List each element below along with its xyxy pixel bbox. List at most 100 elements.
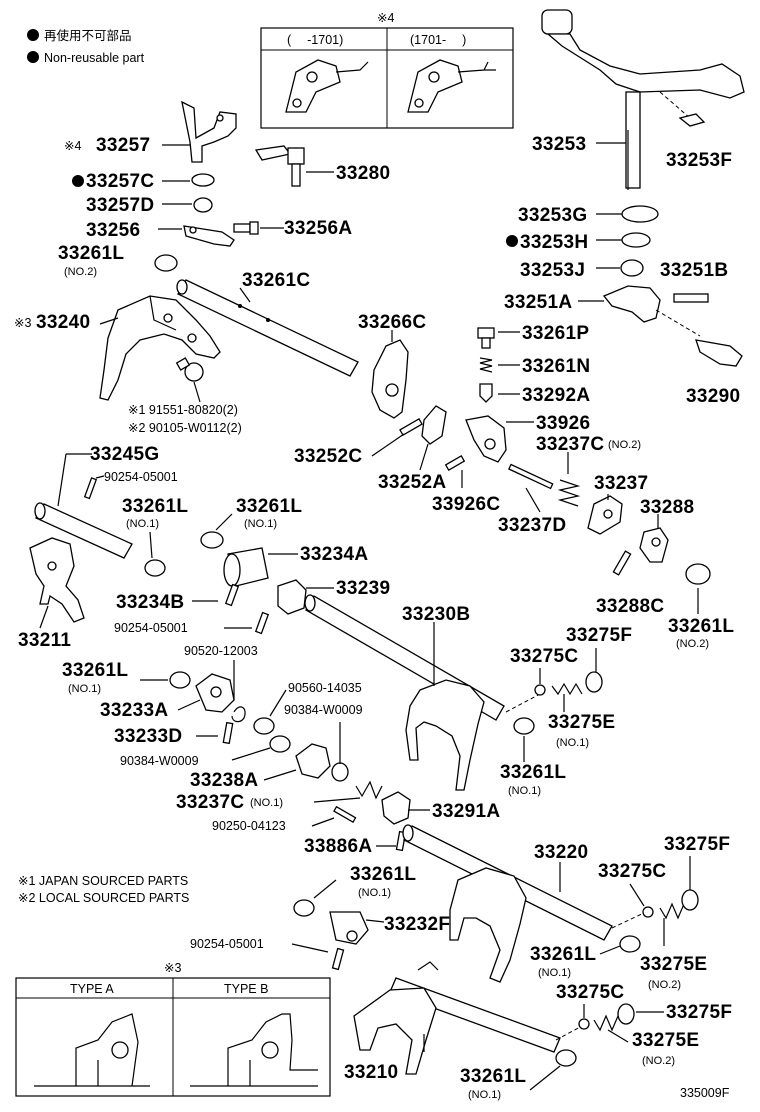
label-no1-e: (NO.1) — [556, 737, 589, 749]
label-no2-c: (NO.2) — [676, 638, 709, 650]
label-33237: 33237 — [594, 473, 648, 494]
switch-33290 — [695, 339, 743, 367]
shaft-33245G — [34, 502, 133, 559]
label-33237D: 33237D — [498, 515, 566, 536]
pin-33233D-icon — [222, 721, 234, 745]
block-33232F — [329, 911, 369, 945]
label-no2-d: (NO.2) — [648, 979, 681, 991]
label-33261N: 33261N — [522, 356, 590, 377]
note4-col1: ( -1701) — [287, 33, 343, 47]
label-bolt-91551: ※1 91551-80820(2) — [128, 403, 238, 417]
diagram-code: 335009F — [680, 1086, 730, 1100]
note4-box: ※4 ( -1701) (1701- ) — [260, 11, 514, 129]
label-33252A: 33252A — [378, 472, 446, 493]
bushing-33261L-e-icon — [513, 717, 535, 735]
pin-90254-b-icon — [254, 611, 270, 635]
bushing-33261L-h-icon — [555, 1049, 577, 1067]
label-33257D: 33257D — [86, 195, 154, 216]
legend: 再使用不可部品 Non-reusable part — [27, 28, 145, 65]
spring-33275E-b-icon — [659, 902, 685, 920]
label-33275F-a: 33275F — [566, 625, 632, 646]
pin-90254-a-icon — [83, 477, 98, 500]
label-33261C: 33261C — [242, 270, 310, 291]
shift-fork-shaft-33220 — [402, 824, 613, 983]
label-33261L-c: 33261L — [668, 616, 734, 637]
label-33275C-c: 33275C — [556, 982, 624, 1003]
bushing-33261L-d-icon — [169, 671, 191, 689]
label-no2-b: (NO.2) — [608, 439, 641, 451]
plate-33251A — [602, 285, 661, 323]
nonreusable-bullet-icon — [72, 175, 84, 187]
nonreusable-bullet-icon — [27, 29, 39, 41]
plug-33261P-icon — [477, 327, 495, 349]
label-33261L-g: 33261L — [350, 864, 416, 885]
label-33261L-h: 33261L — [460, 1066, 526, 1087]
note3-mark: ※3 — [164, 961, 181, 975]
block-33238A — [295, 743, 331, 779]
nonreusable-bullet-icon — [506, 235, 518, 247]
shift-shaft-33261C — [176, 279, 359, 377]
legend-jp: 再使用不可部品 — [44, 28, 132, 43]
label-33280: 33280 — [336, 163, 390, 184]
pin-33252C-icon — [399, 418, 423, 436]
label-33210: 33210 — [344, 1062, 398, 1083]
bushing-33261L-top-icon — [154, 254, 178, 272]
lever-33926 — [465, 415, 507, 463]
shift-lever-housing — [181, 100, 237, 163]
label-33240-mark: ※3 — [14, 316, 31, 330]
label-33253F: 33253F — [666, 150, 732, 171]
lever-variant-b-icon — [407, 59, 496, 113]
clip-33253F-icon — [678, 113, 706, 127]
block-33288 — [639, 527, 669, 563]
label-33261P: 33261P — [522, 323, 589, 344]
part-labels: ※4 33257 33280 33257C 33257D 33256 33256… — [14, 134, 740, 1101]
label-33257: 33257 — [96, 135, 150, 156]
label-33257C: 33257C — [86, 171, 154, 192]
label-no1-j: (NO.1) — [468, 1089, 501, 1101]
bushing-33261L-a-icon — [144, 559, 166, 577]
label-33275C-a: 33275C — [510, 646, 578, 667]
seal-33257C-icon — [191, 173, 215, 187]
bushing-33261L-f-icon — [619, 935, 641, 953]
seal-33253H-icon — [621, 232, 651, 248]
note4-mark: ※4 — [377, 11, 394, 25]
label-33233D: 33233D — [114, 726, 182, 747]
label-33275F-b: 33275F — [664, 834, 730, 855]
note3-col1: TYPE A — [70, 982, 114, 996]
lever-33252A — [421, 405, 447, 445]
label-90520: 90520-12003 — [184, 644, 258, 658]
bushing-33261L-g-icon — [293, 899, 315, 917]
label-33261L-top: 33261L — [58, 243, 124, 264]
label-33237C-top: 33237C — [536, 434, 604, 455]
label-33261L-b: 33261L — [236, 496, 302, 517]
label-pin-90254-c: 90254-05001 — [190, 937, 264, 951]
label-33252C: 33252C — [294, 446, 362, 467]
label-90384-a: 90384-W0009 — [284, 703, 363, 717]
sleeve-33234A — [223, 547, 269, 587]
label-33253: 33253 — [532, 134, 586, 155]
label-33211: 33211 — [18, 630, 71, 651]
label-bolt-90105: ※2 90105-W0112(2) — [128, 421, 242, 435]
label-no1-f: (NO.1) — [508, 785, 541, 797]
label-33291A: 33291A — [432, 801, 500, 822]
label-33261L-f: 33261L — [530, 944, 596, 965]
shift-fork-shaft-33210 — [353, 961, 561, 1075]
type-a-bracket-icon — [34, 1013, 150, 1087]
fork-33211 — [29, 537, 85, 623]
label-33256A: 33256A — [284, 218, 352, 239]
type-b-bracket-icon — [190, 1013, 318, 1087]
label-no1-d: (NO.1) — [68, 683, 101, 695]
plug-33275F-c-icon — [617, 1003, 635, 1025]
plug-33275F-a-icon — [585, 671, 603, 693]
ball-33292A-icon — [479, 383, 493, 403]
bolt-91551-icon — [175, 357, 204, 382]
label-33253G: 33253G — [518, 205, 587, 226]
nonreusable-bullet-icon — [27, 51, 39, 63]
label-33251A: 33251A — [504, 292, 572, 313]
pin-90250-icon — [333, 805, 357, 823]
lever-33291A — [381, 791, 411, 825]
collar-33257D-icon — [193, 197, 213, 213]
label-33257-mark: ※4 — [64, 139, 81, 153]
plug-33275F-b-icon — [681, 889, 699, 911]
